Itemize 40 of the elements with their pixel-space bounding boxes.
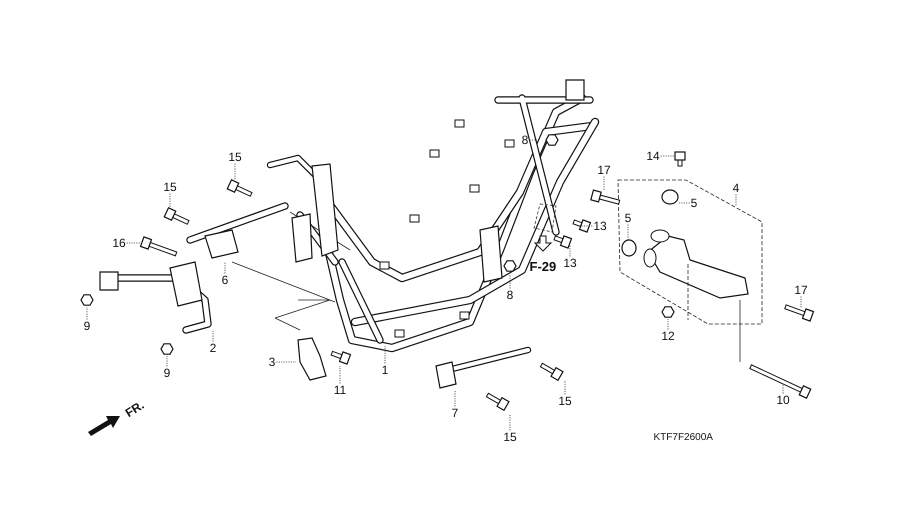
callout-number: 8 (520, 134, 530, 146)
callout-number: 3 (268, 356, 276, 368)
diagram-code: KTF7F2600A (654, 432, 713, 442)
callout-number: 13 (562, 256, 578, 270)
callout-number: 12 (660, 330, 676, 342)
callout-number: 2 (208, 342, 218, 354)
leader-line (212, 330, 214, 342)
reference-label: F-29 (530, 258, 556, 274)
leader-line (126, 242, 140, 244)
front-direction-label: FR. (122, 398, 146, 420)
callout-number: 15 (162, 180, 178, 194)
leader-line (234, 163, 236, 180)
callout-number: 15 (227, 150, 243, 164)
callout-number: 13 (592, 220, 608, 232)
callout-number: 5 (690, 196, 698, 210)
callout-number: 1 (380, 364, 390, 376)
leader-line (166, 356, 168, 367)
callout-number: 7 (450, 406, 460, 420)
leader-line (86, 306, 88, 320)
callout-number: 17 (596, 164, 612, 176)
leader-line (782, 384, 784, 394)
leader-line (678, 202, 690, 204)
callout-number: 15 (502, 430, 518, 444)
leader-line (224, 262, 226, 274)
leader-line (800, 296, 802, 308)
callout-number: 9 (82, 320, 92, 332)
callout-number: 9 (162, 366, 172, 380)
callout-number: 6 (220, 274, 230, 286)
callout-number: 14 (645, 150, 661, 162)
callout-number: 8 (506, 288, 514, 302)
callout-number: 15 (557, 394, 573, 408)
callout-number: 5 (624, 212, 632, 224)
leader-line (454, 390, 456, 407)
callout-number: 11 (332, 384, 348, 396)
callout-number: 4 (732, 182, 740, 194)
callout-number: 16 (111, 236, 127, 250)
leader-line (564, 380, 566, 395)
callout-number: 10 (775, 394, 791, 406)
leader-line (384, 346, 386, 364)
callout-number: 17 (793, 284, 809, 296)
